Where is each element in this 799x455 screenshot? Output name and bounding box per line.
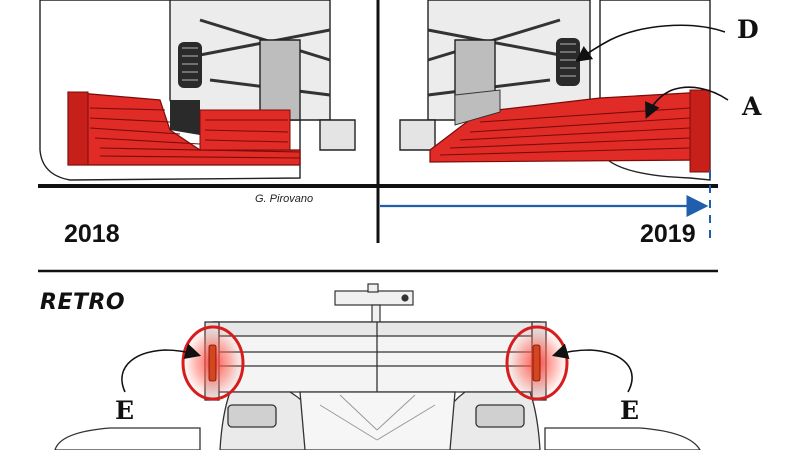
callout-e-right-label: E (620, 396, 640, 425)
brake-duct-left (178, 42, 202, 88)
drs-actuator (334, 283, 414, 324)
endplate-slot-left-highlight (181, 325, 245, 401)
callout-d-label: D (737, 15, 759, 44)
front-wing-2019 (429, 89, 711, 173)
callout-e-left-arrow (121, 343, 202, 393)
brake-duct-right (556, 38, 580, 86)
width-dimension-arrow (380, 170, 711, 240)
section-title-retro: RETRO (40, 290, 126, 315)
rear-body (54, 391, 702, 451)
callout-d-arrow (575, 24, 726, 62)
callout-e-right-arrow (551, 343, 633, 393)
front-wing-2018 (67, 91, 301, 166)
callout-e-left-label: E (115, 396, 135, 425)
front-view-group (38, 0, 729, 243)
callout-a-arrow (645, 86, 729, 119)
endplate-slot-right-highlight (505, 325, 569, 401)
year-2018-label: 2018 (64, 220, 120, 248)
year-2019-label: 2019 (640, 220, 696, 248)
rear-wing (204, 321, 547, 401)
callout-a-label: A (742, 92, 762, 121)
rear-view-group (54, 283, 702, 451)
illustrator-credit: G. Pirovano (255, 193, 314, 205)
